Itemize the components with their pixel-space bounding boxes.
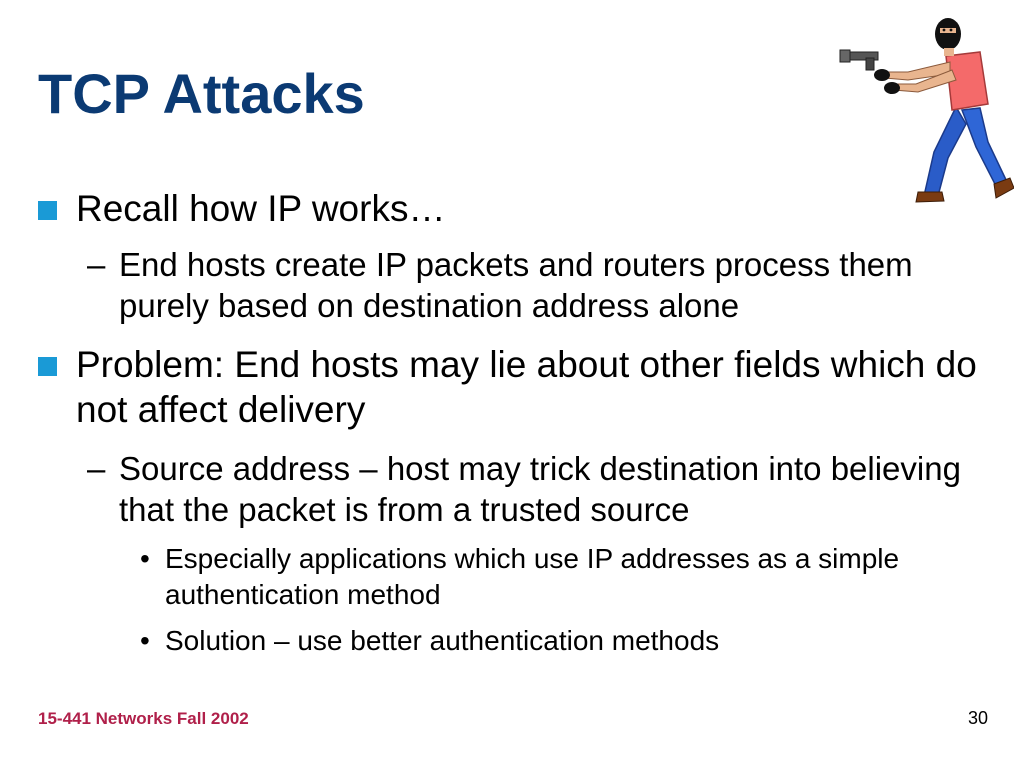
masked-gunman-icon: [839, 18, 1014, 203]
sub-bullet-text: End hosts create IP packets and routers …: [119, 246, 913, 324]
slide-title: TCP Attacks: [38, 62, 365, 125]
footer-course: 15-441 Networks Fall 2002: [38, 709, 249, 728]
dot-marker: •: [140, 543, 150, 574]
square-bullet-icon: [38, 357, 57, 376]
sub-bullet-text: Source address – host may trick destinat…: [119, 450, 961, 528]
dot-marker: •: [140, 625, 150, 656]
subsub-bullet-text: Especially applications which use IP add…: [165, 543, 900, 610]
square-bullet-icon: [38, 201, 57, 220]
bullet-text: Recall how IP works…: [76, 188, 446, 229]
dash-marker: –: [87, 246, 106, 283]
dash-marker: –: [87, 450, 106, 487]
bullet-text: Problem: End hosts may lie about other f…: [76, 344, 977, 430]
page-number: 30: [967, 708, 988, 728]
subsub-bullet-text: Solution – use better authentication met…: [165, 625, 720, 656]
